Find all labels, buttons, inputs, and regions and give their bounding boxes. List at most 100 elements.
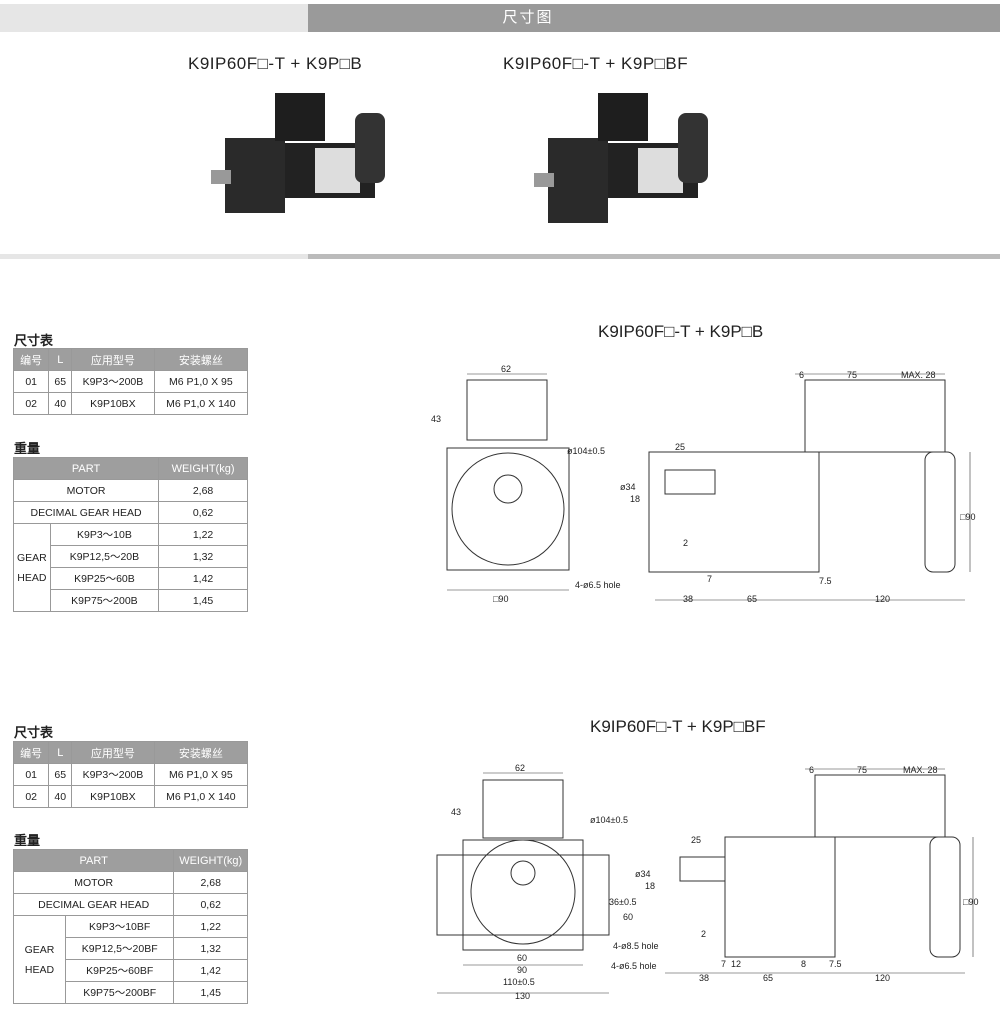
- dim-label: 110±0.5: [503, 977, 535, 987]
- dim-label: 43: [451, 807, 461, 817]
- table-cell: 1,45: [173, 981, 248, 1004]
- dim-label: □90: [960, 512, 975, 522]
- dim-header: L: [48, 348, 73, 371]
- dim-label: 4-ø8.5 hole: [613, 941, 659, 951]
- product-model-2: K9IP60F□-T + K9P□BF: [503, 54, 689, 73]
- table-cell: 65: [48, 370, 73, 393]
- dim-table-title: 尺寸表: [14, 333, 54, 348]
- dim-table-title: 尺寸表: [14, 725, 54, 740]
- table-cell: K9P10BX: [71, 392, 155, 415]
- dim-label: 38: [683, 594, 693, 604]
- table-cell: 40: [48, 392, 73, 415]
- table-cell: K9P75～200BF: [64, 981, 175, 1004]
- dim-label: 2: [683, 538, 688, 548]
- dim-table: 编号 L 应用型号 安装螺丝 01 65 K9P3～200B M6 P1,0 X…: [12, 348, 249, 415]
- dim-table: 编号 L 应用型号 安装螺丝 01 65 K9P3～200B M6 P1,0 X…: [12, 741, 249, 808]
- dim-label: 120: [875, 973, 890, 983]
- dim-header: 应用型号: [71, 741, 155, 764]
- dim-label: MAX. 28: [903, 765, 938, 775]
- table-cell: 1,42: [158, 567, 248, 590]
- table-cell: 0,62: [158, 501, 248, 524]
- dim-label: 60: [517, 953, 527, 963]
- dim-label: 75: [847, 370, 857, 380]
- drawing-title-1: K9IP60F□-T + K9P□B: [598, 322, 764, 341]
- table-cell: MOTOR: [12, 871, 175, 894]
- dim-label: 18: [630, 494, 640, 504]
- dim-label: ø34: [620, 482, 636, 492]
- separator-bar-dark: [308, 254, 1000, 259]
- dim-label: 65: [747, 594, 757, 604]
- table-cell: DECIMAL GEAR HEAD: [12, 893, 175, 916]
- dim-header: 安装螺丝: [153, 741, 249, 764]
- table-cell: 02: [12, 392, 50, 415]
- weight-table-title: 重量: [14, 833, 41, 848]
- dim-label: 18: [645, 881, 655, 891]
- weight-header: PART: [12, 457, 160, 480]
- dim-label: 6: [799, 370, 804, 380]
- weight-header: WEIGHT(kg): [173, 849, 248, 872]
- dim-label: 38: [699, 973, 709, 983]
- motor-photo-1: [211, 93, 385, 213]
- dim-label: 65: [763, 973, 773, 983]
- table-cell: 2,68: [158, 479, 248, 502]
- table-cell: K9P3～10B: [49, 523, 160, 546]
- dim-label: 7.5: [819, 576, 832, 586]
- table-cell: 1,32: [173, 937, 248, 960]
- dim-label: 43: [431, 414, 441, 424]
- table-cell: 01: [12, 370, 50, 393]
- table-cell: K9P25～60BF: [64, 959, 175, 982]
- dim-label: MAX. 28: [901, 370, 936, 380]
- dim-label: 120: [875, 594, 890, 604]
- dim-label: 12: [731, 959, 741, 969]
- table-cell: 1,22: [173, 915, 248, 938]
- table-cell: K9P10BX: [71, 785, 155, 808]
- dim-header: 安装螺丝: [153, 348, 249, 371]
- table-cell: K9P3～200B: [71, 763, 155, 786]
- table-cell: GEAR HEAD: [13, 915, 66, 1004]
- dim-label: □90: [493, 594, 508, 604]
- table-cell: K9P12,5～20BF: [64, 937, 175, 960]
- dim-header: 编号: [12, 348, 50, 371]
- weight-table: PART WEIGHT(kg) MOTOR 2,68 DECIMAL GEAR …: [12, 849, 248, 1004]
- dim-label: 6: [809, 765, 814, 775]
- dim-label: 62: [515, 763, 525, 773]
- dim-label: 36±0.5: [609, 897, 636, 907]
- dim-label: 62: [501, 364, 511, 374]
- table-cell: K9P3～10BF: [64, 915, 175, 938]
- table-cell: 02: [12, 785, 50, 808]
- dim-label: 90: [517, 965, 527, 975]
- table-cell: K9P3～200B: [71, 370, 155, 393]
- table-cell: 1,22: [158, 523, 248, 546]
- dim-label: 75: [857, 765, 867, 775]
- dim-label: ø34: [635, 869, 651, 879]
- dim-label: 7: [721, 959, 726, 969]
- weight-table: PART WEIGHT(kg) MOTOR 2,68 DECIMAL GEAR …: [12, 457, 248, 612]
- dim-label: 130: [515, 991, 530, 1001]
- table-cell: 2,68: [173, 871, 248, 894]
- table-cell: 01: [12, 763, 50, 786]
- header-bar-dark: [308, 4, 1000, 32]
- table-cell: GEAR HEAD: [13, 523, 51, 612]
- table-cell: MOTOR: [12, 479, 160, 502]
- table-cell: M6 P1,0 X 140: [153, 392, 249, 415]
- dim-label: 4-ø6.5 hole: [575, 580, 621, 590]
- weight-table-title: 重量: [14, 441, 41, 456]
- table-cell: K9P25～60B: [49, 567, 160, 590]
- dim-label: 8: [801, 959, 806, 969]
- table-cell: 40: [48, 785, 73, 808]
- table-cell: M6 P1,0 X 140: [153, 785, 249, 808]
- dim-label: 7.5: [829, 959, 842, 969]
- table-cell: M6 P1,0 X 95: [153, 370, 249, 393]
- table-cell: 1,42: [173, 959, 248, 982]
- table-cell: M6 P1,0 X 95: [153, 763, 249, 786]
- dim-label: 25: [675, 442, 685, 452]
- dim-label: 4-ø6.5 hole: [611, 961, 657, 971]
- dimension-drawing-2: 62 43 ø104±0.5 25 ø34 18 2 36±0.5 60 4-ø…: [436, 763, 978, 1001]
- dim-label: 60: [623, 912, 633, 922]
- table-cell: 1,45: [158, 589, 248, 612]
- dim-header: L: [48, 741, 73, 764]
- dim-label: 7: [707, 574, 712, 584]
- dim-label: 25: [691, 835, 701, 845]
- drawing-title-2: K9IP60F□-T + K9P□BF: [590, 717, 766, 736]
- table-cell: 0,62: [173, 893, 248, 916]
